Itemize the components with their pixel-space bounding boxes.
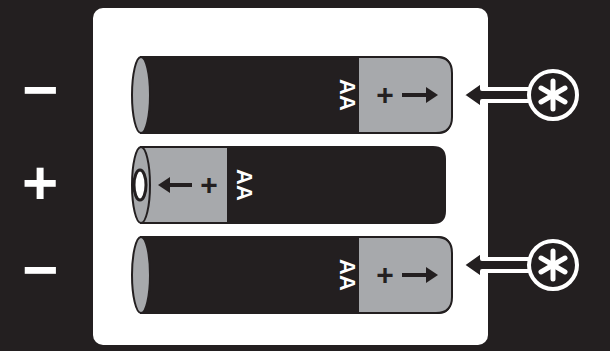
battery-size: AA [233,169,255,201]
battery-tray [93,8,488,345]
polarity-sign: + [22,152,58,214]
battery-size: AA [336,259,358,291]
polarity-sign: − [22,239,58,301]
terminal-sign: + [376,260,394,290]
polarity-sign: − [22,59,58,121]
battery [132,237,452,313]
terminal-sign: + [376,80,394,110]
pointer-arrow [462,71,577,119]
battery-size: AA [336,79,358,111]
battery [132,57,452,133]
terminal-sign: + [200,170,218,200]
battery [132,147,445,223]
pointer-arrow [462,241,577,289]
